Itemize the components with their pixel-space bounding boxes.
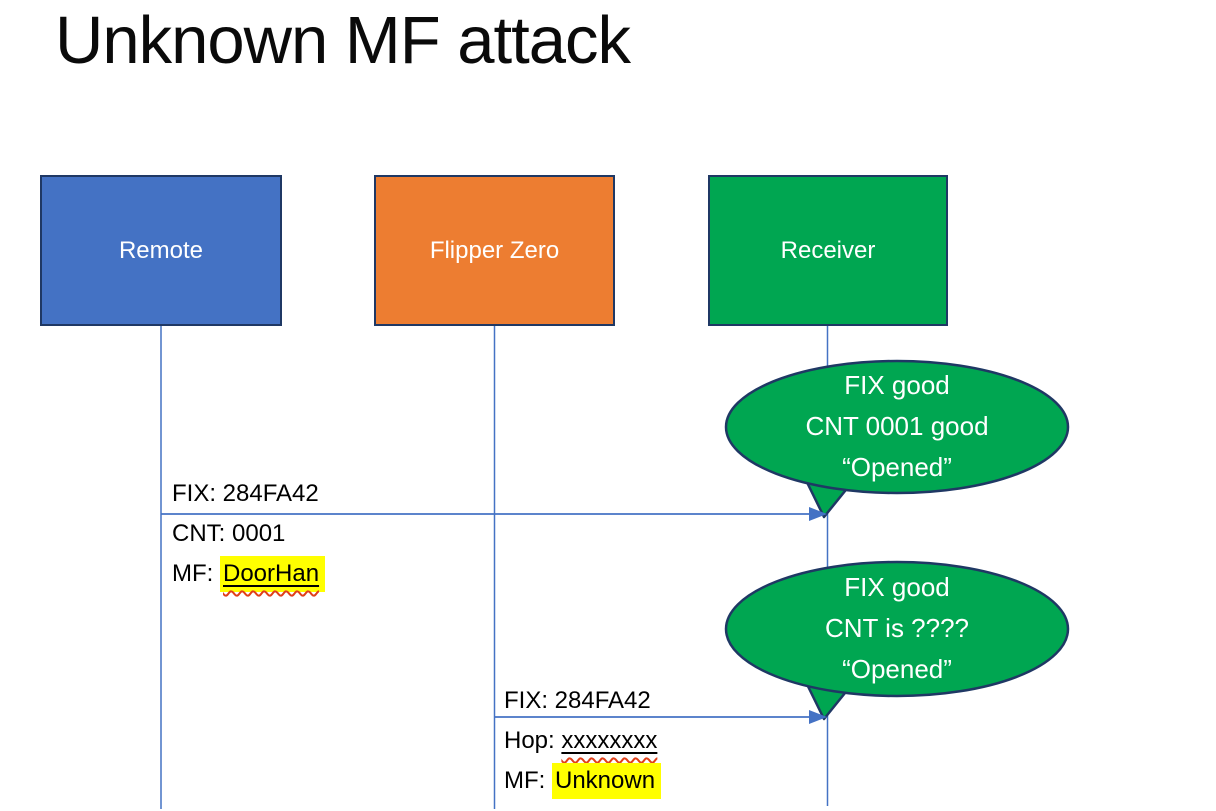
message-2-hop-prefix: Hop: xyxy=(504,727,562,754)
speech-bubble-2-text: FIX good CNT is ???? “Opened” xyxy=(727,567,1067,690)
slide-title: Unknown MF attack xyxy=(55,3,631,78)
speech-bubble-2-ellipse xyxy=(724,560,1070,698)
message-1-mf-prefix: MF: xyxy=(172,560,220,587)
message-1-cnt: CNT: 0001 xyxy=(172,520,286,547)
actor-label-receiver: Receiver xyxy=(780,236,876,264)
message-1-mf-value-highlighted: DoorHan xyxy=(220,556,326,592)
bubble-2-line-2: CNT is ???? xyxy=(824,613,970,643)
message-arrow-2-head xyxy=(809,710,827,724)
message-1-labels: FIX: 284FA42 CNT: 0001 MF: DoorHan xyxy=(172,474,326,594)
bubble-1-line-3: “Opened” xyxy=(842,452,952,482)
message-2-hop-value: xxxxxxxx xyxy=(561,727,658,754)
speech-bubble-1-ellipse xyxy=(724,359,1070,495)
message-1-fix: FIX: 284FA42 xyxy=(172,480,319,507)
bubble-2-line-3: “Opened” xyxy=(842,654,952,684)
speech-bubble-1 xyxy=(724,359,1070,519)
speech-bubble-2 xyxy=(724,560,1070,721)
message-arrow-remote-to-receiver xyxy=(161,507,827,521)
actor-label-remote: Remote xyxy=(118,236,204,264)
message-2-mf: MF: Unknown xyxy=(504,761,662,801)
actor-box-flipper-zero: Flipper Zero xyxy=(374,175,615,326)
actor-box-receiver: Receiver xyxy=(708,175,948,326)
actor-label-flipper-zero: Flipper Zero xyxy=(429,236,560,264)
message-arrow-flipper-to-receiver xyxy=(494,710,827,724)
message-2-hop: Hop: xxxxxxxx xyxy=(504,721,661,761)
actor-box-remote: Remote xyxy=(40,175,282,326)
message-arrow-1-head xyxy=(809,507,827,521)
bubble-1-line-2: CNT 0001 good xyxy=(805,411,989,441)
message-1-mf: MF: DoorHan xyxy=(172,554,326,594)
speech-bubble-1-text: FIX good CNT 0001 good “Opened” xyxy=(727,365,1067,488)
bubble-1-line-1: FIX good xyxy=(844,370,950,400)
message-2-mf-prefix: MF: xyxy=(504,767,552,794)
bubble-2-line-1: FIX good xyxy=(844,572,950,602)
message-2-fix: FIX: 284FA42 xyxy=(504,687,651,714)
message-2-labels: FIX: 284FA42 Hop: xxxxxxxx MF: Unknown xyxy=(504,681,662,801)
message-2-mf-value-highlighted: Unknown xyxy=(552,763,662,799)
